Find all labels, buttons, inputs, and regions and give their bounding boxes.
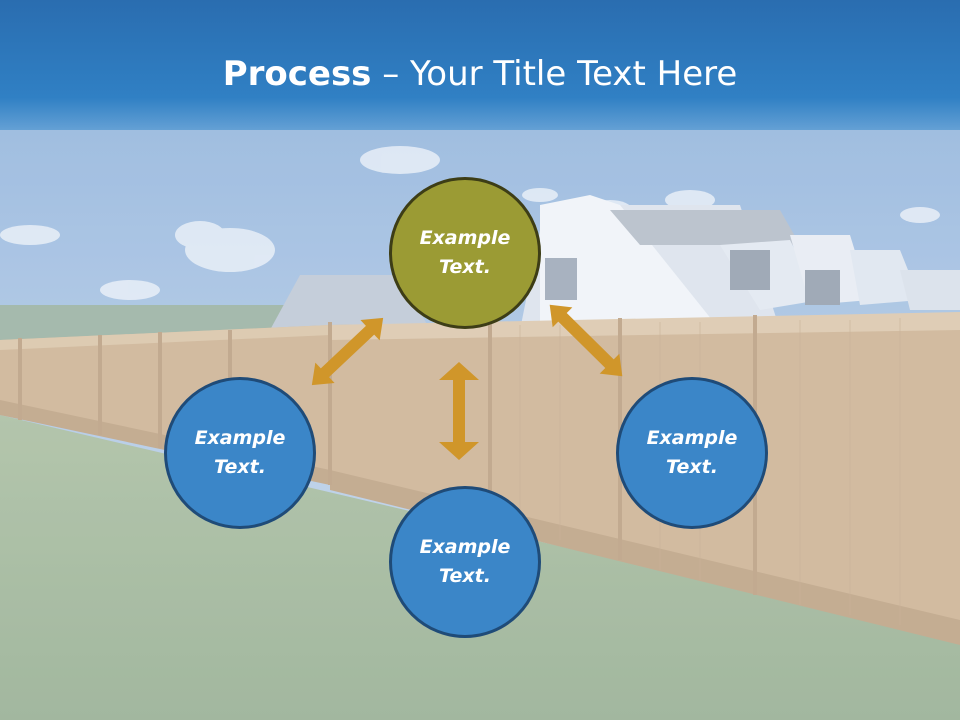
node-right-label: Example Text. — [646, 427, 738, 478]
node-left: Example Text. — [164, 377, 316, 529]
node-left-label: Example Text. — [194, 427, 286, 478]
title-bar — [0, 0, 960, 130]
title-rest: – Your Title Text Here — [371, 54, 738, 94]
node-bottom: Example Text. — [389, 486, 541, 638]
node-top: Example Text. — [389, 177, 541, 329]
node-top-label: Example Text. — [419, 227, 511, 278]
node-right: Example Text. — [616, 377, 768, 529]
node-bottom-label: Example Text. — [419, 536, 511, 587]
slide-title: Process – Your Title Text Here — [0, 52, 960, 96]
title-bold: Process — [222, 54, 372, 94]
